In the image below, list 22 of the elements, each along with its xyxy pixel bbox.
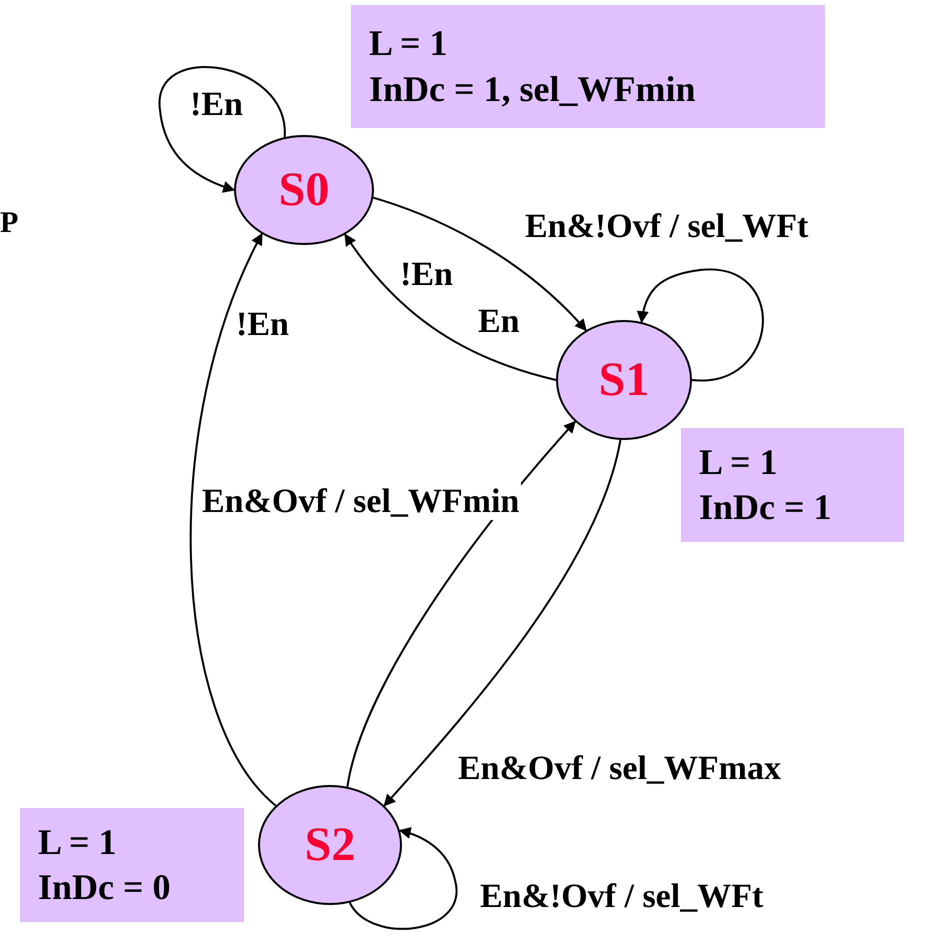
state-name: S1 bbox=[598, 356, 650, 404]
output-text: InDc = 0 bbox=[38, 867, 172, 908]
transition-arrow bbox=[159, 66, 286, 192]
state-name: S0 bbox=[278, 166, 330, 214]
transition-arrow bbox=[637, 269, 764, 381]
output-text: L = 1 bbox=[369, 23, 449, 64]
output-text: InDc = 1, sel_WFmin bbox=[369, 68, 697, 110]
output-box bbox=[20, 808, 244, 922]
output-box bbox=[351, 5, 825, 128]
transition-arrow bbox=[346, 420, 576, 787]
edge-label: En&Ovf / sel_WFmin bbox=[200, 483, 522, 520]
output-box bbox=[681, 428, 904, 542]
transition-arrow bbox=[344, 234, 556, 381]
transition-arrow bbox=[384, 440, 622, 806]
output-text: L = 1 bbox=[699, 442, 779, 483]
state-name: S2 bbox=[304, 821, 356, 869]
transition-arrow bbox=[348, 827, 458, 930]
cut-off-text: P bbox=[0, 208, 18, 238]
transition-arrow bbox=[190, 232, 276, 806]
output-text: InDc = 1 bbox=[699, 487, 833, 528]
output-text: L = 1 bbox=[38, 822, 118, 863]
transition-arrow bbox=[373, 196, 587, 332]
